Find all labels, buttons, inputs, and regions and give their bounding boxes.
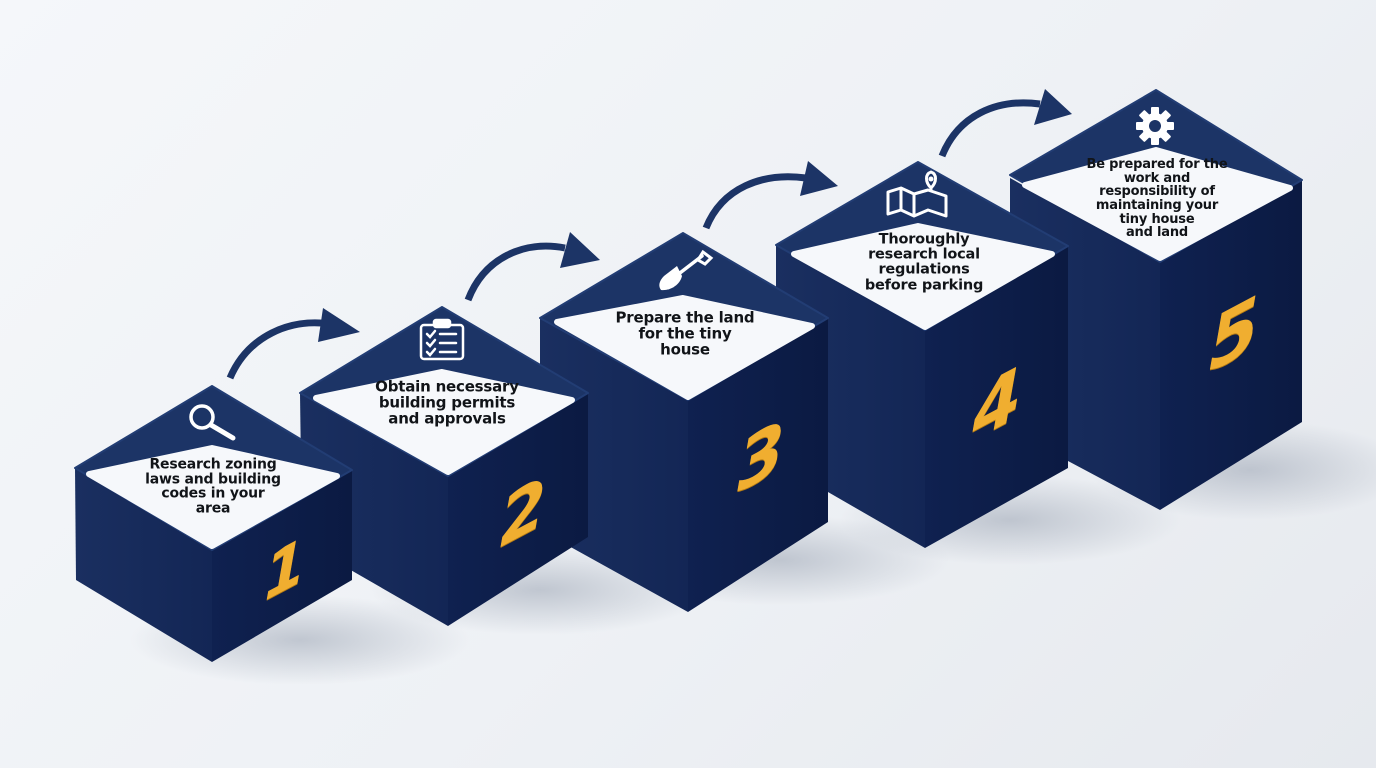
flow-arrows[interactable] [226, 89, 1072, 380]
arrow-1-to-2-icon [226, 308, 360, 380]
step-block-2 [299, 306, 589, 626]
clipboard-checklist-icon [419, 318, 465, 361]
map-pin-icon [886, 170, 948, 218]
arrow-2-to-3-icon [464, 232, 600, 302]
arrow-3-to-4-icon [702, 161, 838, 230]
gear-icon [1136, 107, 1174, 145]
magnifying-glass-icon [189, 404, 236, 441]
arrow-4-to-5-icon [938, 89, 1072, 158]
shovel-icon [659, 249, 714, 291]
step-block-1 [74, 385, 353, 662]
